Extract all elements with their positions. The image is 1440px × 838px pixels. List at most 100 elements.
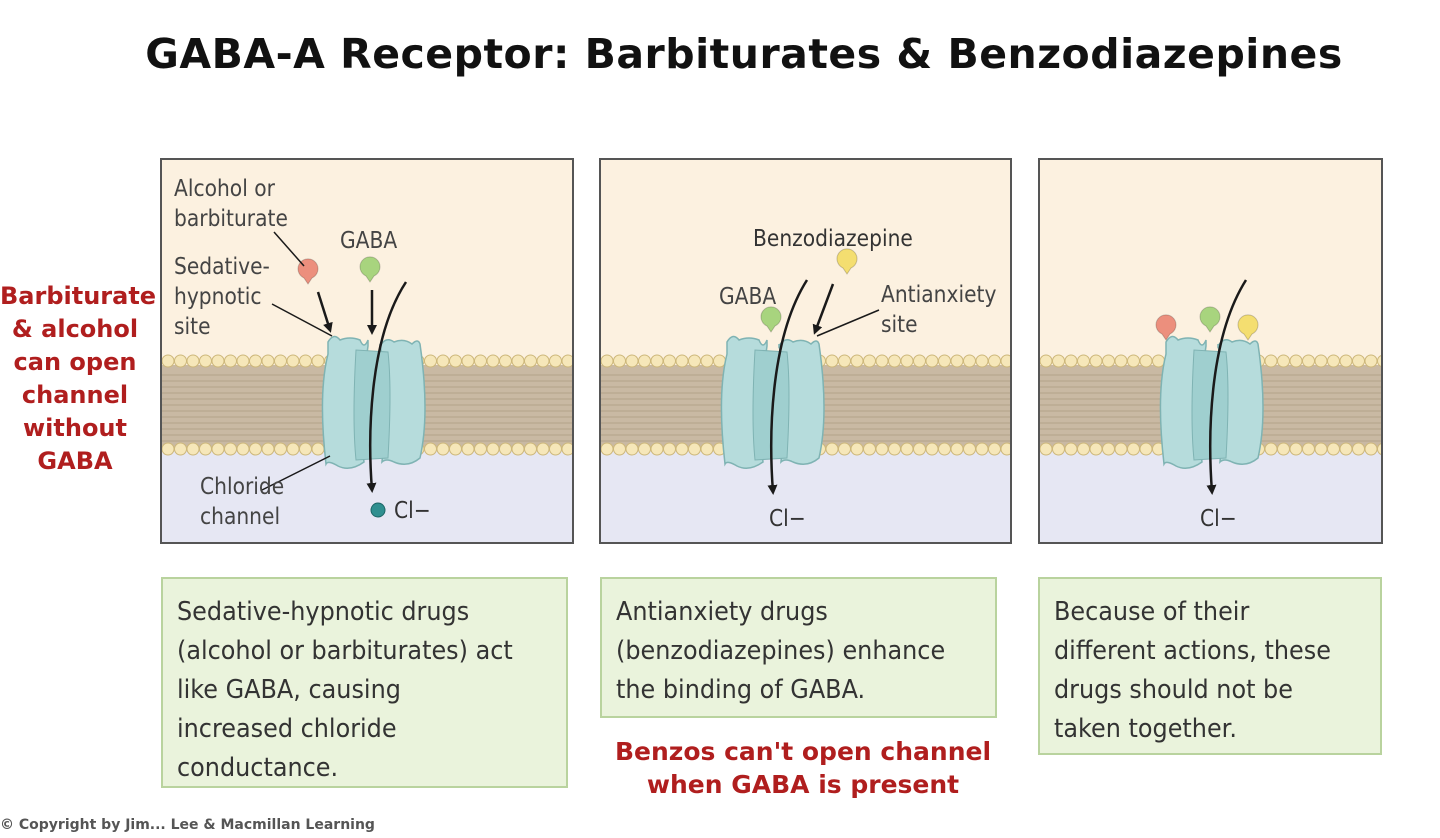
phospholipid-head (1052, 354, 1065, 368)
phospholipid-head (1314, 354, 1328, 368)
phospholipid-head (1152, 354, 1165, 368)
page-title: GABA-A Receptor: Barbiturates & Benzodia… (145, 30, 1343, 78)
phospholipid-head (913, 354, 926, 368)
phospholipid-head (424, 442, 437, 456)
phospholipid-head (449, 442, 462, 456)
phospholipid-head (975, 442, 989, 456)
phospholipid-head (224, 354, 237, 368)
phospholipid-head (224, 442, 237, 456)
side-note: Barbiturate & alcohol can open channel w… (0, 280, 157, 478)
phospholipid-head (1127, 442, 1140, 456)
phospholipid-head (675, 354, 689, 368)
phospholipid-head (1302, 354, 1315, 368)
phospholipid-head (613, 442, 626, 456)
binding-arrow (316, 291, 333, 333)
chloride-ion-label: Cl− (1200, 506, 1237, 532)
benzodiazepine-label: Benzodiazepine (753, 226, 913, 252)
phospholipid-head (863, 442, 876, 456)
label-pointer-line (271, 303, 333, 337)
antianxiety-site-label: Antianxiety site (881, 282, 997, 338)
phospholipid-head (1064, 442, 1078, 456)
phospholipid-head (199, 354, 212, 368)
sedative-hypnotic-site-label: Sedative- hypnotic site (174, 254, 270, 340)
phospholipid-head (261, 442, 275, 456)
phospholipid-head (1339, 442, 1353, 456)
phospholipid-head (688, 442, 701, 456)
chloride-flow-arrow (366, 281, 408, 493)
chloride-flow-arrow (1206, 279, 1248, 495)
phospholipid-head (486, 354, 500, 368)
phospholipid-head (1102, 354, 1115, 368)
channel-subunit-right (778, 339, 825, 465)
phospholipid-head (601, 354, 614, 368)
phospholipid-head (1264, 354, 1278, 368)
phospholipid-head (499, 442, 512, 456)
label-pointer-line (816, 309, 880, 337)
phospholipid-head (975, 354, 989, 368)
phospholipid-head (274, 354, 287, 368)
side-note-line: without (22, 414, 127, 442)
phospholipid-head (925, 354, 939, 368)
side-note-line: Barbiturate (0, 282, 157, 310)
phospholipid-head (549, 442, 562, 456)
phospholipid-head (1077, 354, 1090, 368)
phospholipid-head (1327, 442, 1340, 456)
phospholipid-head (511, 442, 525, 456)
panel-1-scene (162, 160, 572, 542)
phospholipid-head (1377, 355, 1381, 367)
chloride-ion-label: Cl− (769, 506, 806, 532)
phospholipid-head (486, 442, 500, 456)
phospholipid-head (436, 442, 450, 456)
copyright-text: © Copyright by Jim... Lee & Macmillan Le… (0, 817, 375, 833)
phospholipid-head (1364, 354, 1378, 368)
phospholipid-head (850, 442, 864, 456)
panel-2-scene (601, 160, 1010, 542)
gaba-ligand (359, 256, 381, 283)
phospholipid-head (963, 442, 976, 456)
channel-subunit-right (1217, 339, 1264, 465)
phospholipid-head (1139, 354, 1153, 368)
phospholipid-head (211, 354, 225, 368)
chloride-flow-arrow (767, 279, 809, 495)
phospholipid-head (436, 354, 450, 368)
caption-antianxiety: Antianxiety drugs (benzodiazepines) enha… (600, 577, 997, 718)
panel-antianxiety: Benzodiazepine GABA Antianxiety site Cl− (599, 158, 1012, 544)
phospholipid-head (938, 442, 951, 456)
label-pointer-line (273, 231, 305, 267)
phospholipid-head (1302, 442, 1315, 456)
phospholipid-head (499, 354, 512, 368)
side-note-line: & alcohol (11, 315, 139, 343)
phospholipid-head (963, 354, 976, 368)
phospholipid-head (1102, 442, 1115, 456)
phospholipid-head (311, 354, 325, 368)
phospholipid-head (850, 354, 864, 368)
alcohol-barbiturate-label: Alcohol or barbiturate (174, 176, 288, 232)
gaba-ligand (1199, 306, 1221, 333)
phospholipid-head (625, 442, 639, 456)
gaba-label: GABA (340, 228, 398, 254)
gaba-label: GABA (719, 284, 777, 310)
phospholipid-head (638, 442, 651, 456)
phospholipid-head (1089, 442, 1103, 456)
phospholipid-head (474, 442, 487, 456)
panel-3-scene (1040, 160, 1381, 542)
phospholipid-head (838, 442, 851, 456)
chloride-ion-label: Cl− (394, 498, 431, 524)
phospholipid-head (863, 354, 876, 368)
phospholipid-head (950, 354, 964, 368)
phospholipid-head (688, 354, 701, 368)
phospholipid-head (650, 354, 664, 368)
benzos-note: Benzos can't open channel when GABA is p… (614, 737, 992, 799)
panel-sedative-hypnotic: Alcohol or barbiturate GABA Sedative- hy… (160, 158, 574, 544)
phospholipid-head (561, 354, 572, 368)
alcohol-ligand (1155, 314, 1177, 341)
phospholipid-head (913, 442, 926, 456)
phospholipid-head (1339, 354, 1353, 368)
benzodiazepine-ligand (1237, 314, 1259, 341)
caption-combined: Because of their different actions, thes… (1038, 577, 1382, 755)
phospholipid-head (199, 442, 212, 456)
channel-subunit-right (379, 339, 426, 465)
phospholipid-head (536, 442, 550, 456)
phospholipid-head (261, 354, 275, 368)
phospholipid-head (236, 354, 250, 368)
